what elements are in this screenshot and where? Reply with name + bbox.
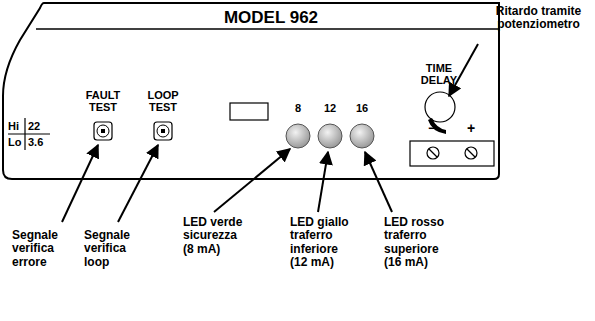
panel-outline [3,3,499,179]
panel-label: TIME DELAY [408,62,470,87]
callout-text: LED giallo traferro inferiore (12 mA) [290,216,352,270]
callout-text: Ritardo tramite potenziometro [485,5,592,32]
leader-arrow [318,152,328,212]
display-window [230,103,268,120]
terminal-block [410,141,494,166]
led [286,124,310,148]
title-rule [36,28,499,30]
device-panel: MODEL 962 [3,3,499,179]
led-number: 12 [318,102,342,114]
potentiometer-knob [425,92,455,122]
panel-label: LOOP TEST [140,89,186,114]
test-button [161,129,165,133]
callout-text: Segnale verifica loop [84,229,140,269]
led-number: 16 [350,102,374,114]
leader-arrow [365,152,392,212]
terminal-screw [465,147,477,159]
model-title: MODEL 962 [3,3,499,28]
terminal-sign: + [463,121,479,137]
test-button [157,125,169,137]
terminal-screw [429,149,437,157]
leader-arrow [118,145,158,222]
test-button [154,122,172,140]
range-label: Lo [8,136,21,148]
leader-arrow [449,44,478,96]
leader-arrow [62,145,98,222]
led-number: 8 [288,102,308,114]
terminal-sign: − [424,121,440,137]
led [318,124,342,148]
range-label: 3.6 [28,136,43,148]
terminal-screw [427,147,439,159]
callout-text: LED rosso traferro superiore (16 mA) [384,216,456,270]
range-label: Hi [8,120,19,132]
test-button [101,129,105,133]
led [350,124,374,148]
range-label: 22 [28,120,40,132]
panel-label: FAULT TEST [78,89,128,114]
leader-arrow [214,149,290,212]
callout-text: Segnale verifica errore [12,229,72,269]
test-button [97,125,109,137]
terminal-screw [467,149,475,157]
range-divider [8,133,50,134]
test-button [94,122,112,140]
callout-text: LED verde sicurezza (8 mA) [183,216,251,256]
